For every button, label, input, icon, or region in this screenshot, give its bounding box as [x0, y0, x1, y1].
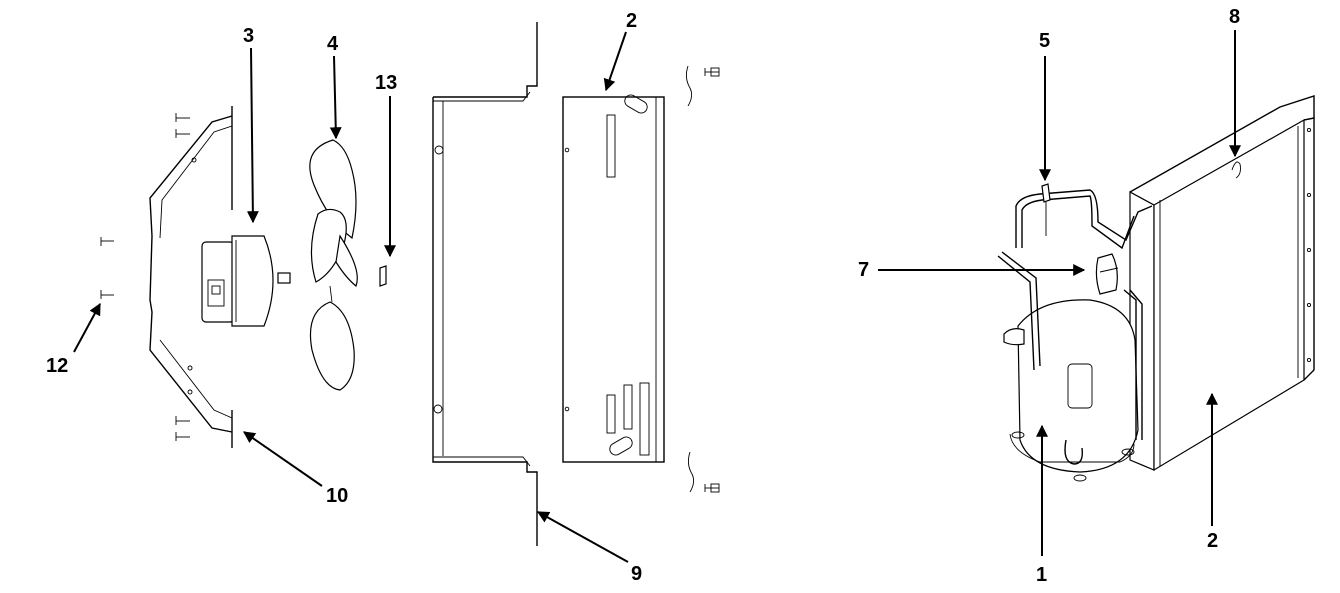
screw-icon — [100, 290, 114, 299]
screw-icon — [704, 483, 720, 493]
screw-group-right-lower — [687, 451, 720, 493]
callout-3: 3 — [243, 25, 254, 47]
filter-drier — [1095, 253, 1119, 295]
service-valve — [1041, 183, 1051, 236]
partition-panel — [432, 22, 538, 546]
leader-lines — [73, 30, 1241, 563]
screw-icon — [175, 432, 190, 441]
refrigerant-tubing — [997, 189, 1153, 440]
screw-group-lower — [175, 416, 190, 441]
fan-motor — [201, 235, 291, 327]
callout-labels: 3 4 13 2 12 10 9 5 7 8 1 2 — [46, 6, 1240, 586]
condenser-panel-left — [562, 94, 665, 463]
screw-icon — [175, 113, 190, 122]
screw-icon — [100, 237, 114, 246]
condenser-coil — [1129, 95, 1315, 472]
compressor — [1003, 299, 1139, 482]
screw-group-right-upper — [685, 65, 720, 107]
fan-shroud — [149, 106, 233, 448]
screw-icon — [175, 416, 190, 425]
callout-1: 1 — [1036, 564, 1047, 586]
fan-nut — [379, 265, 387, 287]
callout-2-left: 2 — [626, 10, 637, 32]
callout-4: 4 — [327, 33, 339, 55]
callout-9: 9 — [631, 563, 642, 585]
callout-5: 5 — [1039, 30, 1050, 52]
screw-icon — [175, 129, 190, 138]
fan-blade — [309, 139, 358, 391]
screw-group-left — [100, 237, 114, 299]
screw-icon — [704, 67, 720, 77]
callout-10: 10 — [326, 485, 348, 507]
coil-clip — [1231, 161, 1241, 179]
callout-2-right: 2 — [1207, 530, 1218, 552]
callout-13: 13 — [375, 72, 397, 94]
screw-group-upper — [175, 113, 190, 138]
callout-7: 7 — [858, 259, 869, 281]
callout-12: 12 — [46, 355, 68, 377]
callout-8: 8 — [1229, 6, 1240, 28]
